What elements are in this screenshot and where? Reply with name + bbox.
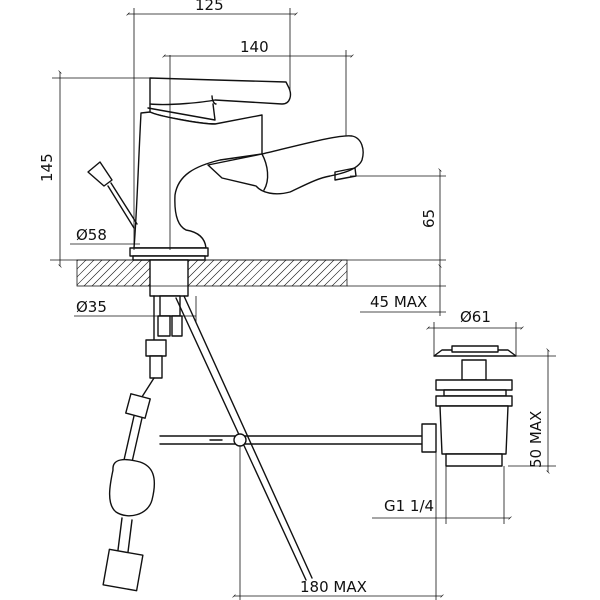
- hatch-line: [99, 260, 127, 286]
- dimension-diameter-58: Ø58: [76, 226, 107, 244]
- dimension-thread-g1-1-4: G1 1/4: [384, 497, 434, 515]
- hatch-line: [77, 260, 87, 270]
- dimension-lines: [52, 8, 556, 600]
- dimension-diameter-35: Ø35: [76, 298, 107, 316]
- hatch-line: [299, 260, 327, 286]
- hatch-line: [315, 260, 343, 286]
- under-deck-assembly: [102, 259, 313, 592]
- hatch-line: [107, 260, 135, 286]
- hatch-line: [235, 260, 263, 286]
- countertop: [40, 258, 446, 290]
- hatch-line: [283, 260, 311, 286]
- dimension-diameter-61: Ø61: [460, 308, 491, 326]
- hatch-line: [251, 260, 279, 286]
- hatch-line: [219, 260, 247, 286]
- hatch-line: [323, 262, 347, 286]
- hatch-line: [291, 260, 319, 286]
- hatch-line: [77, 260, 95, 278]
- hatch-line: [40, 258, 72, 290]
- dimension-height-145: 145: [38, 153, 56, 182]
- hatch-line: [352, 258, 384, 290]
- hatch-line: [267, 260, 295, 286]
- hatch-line: [344, 258, 376, 290]
- hatch-line: [259, 260, 287, 286]
- hatch-line: [307, 260, 335, 286]
- dimension-deck-45-max: 45 MAX: [370, 293, 427, 311]
- hatch-line: [275, 260, 303, 286]
- hatch-line: [243, 260, 271, 286]
- dimension-length-180-max: 180 MAX: [300, 578, 367, 596]
- hatch-line: [227, 260, 255, 286]
- faucet-body: [87, 77, 364, 261]
- pop-up-drain: [159, 345, 517, 467]
- hatch-line: [195, 260, 223, 286]
- hatch-line: [77, 260, 79, 262]
- hatch-line: [83, 260, 111, 286]
- dimension-width-125: 125: [195, 0, 224, 14]
- dimension-height-65: 65: [420, 209, 438, 228]
- hatch-line: [77, 260, 103, 286]
- hatch-line: [331, 270, 347, 286]
- hatch-line: [211, 260, 239, 286]
- hatch-line: [115, 260, 143, 286]
- hatch-line: [91, 260, 119, 286]
- dimension-height-50-max: 50 MAX: [527, 411, 545, 468]
- hatch-line: [187, 260, 215, 286]
- hatch-line: [339, 278, 347, 286]
- hatch-line: [376, 258, 408, 290]
- hatch-line: [203, 260, 231, 286]
- hatch-line: [123, 260, 151, 286]
- dimension-width-140: 140: [240, 38, 269, 56]
- hatch-line: [368, 258, 400, 290]
- hatch-line: [360, 258, 392, 290]
